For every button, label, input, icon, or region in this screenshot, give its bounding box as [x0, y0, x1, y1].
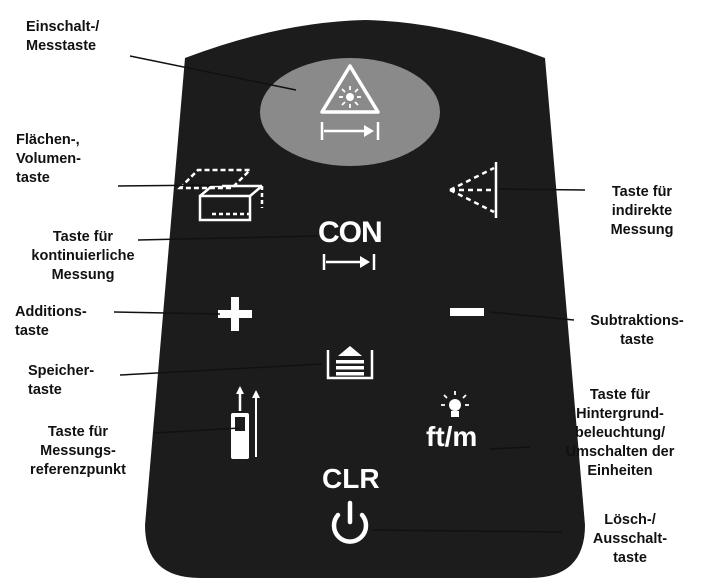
- callout-line: Taste für: [47, 424, 109, 440]
- callout-line: taste: [16, 170, 50, 186]
- callout-line: beleuchtung/: [574, 425, 666, 441]
- leader-lines: [113, 55, 586, 533]
- leader-reference: [153, 427, 241, 434]
- callout-line: Messung: [610, 222, 674, 238]
- callout-line: Umschalten der: [565, 444, 675, 460]
- leader-memory: [119, 363, 323, 376]
- leader-continuous: [137, 235, 319, 241]
- plus-icon[interactable]: [218, 297, 252, 331]
- callout-line: referenzpunkt: [30, 462, 126, 478]
- callout-line: kontinuierliche: [31, 248, 135, 264]
- callout-line: Messung: [51, 267, 115, 283]
- continuous-arrow-icon: [322, 254, 376, 270]
- callout-addition: Additions-taste: [15, 303, 87, 341]
- leader-indirect: [497, 188, 586, 191]
- callout-line: Speicher-: [28, 363, 95, 379]
- callout-line: Hintergrund-: [576, 406, 664, 422]
- callout-area-volume: Flächen-, Volumen-taste: [16, 131, 81, 188]
- callout-line: Subtraktions-: [590, 313, 684, 329]
- indirect-measure-icon[interactable]: [449, 162, 498, 218]
- callout-line: Messungs-: [40, 443, 116, 459]
- callout-line: Taste für: [611, 184, 673, 200]
- clr-key[interactable]: CLR: [322, 463, 380, 494]
- power-icon[interactable]: [331, 500, 369, 544]
- reference-point-icon[interactable]: [231, 386, 260, 459]
- con-key[interactable]: CON: [318, 216, 383, 249]
- leader-area-volume: [117, 184, 223, 187]
- leader-subtraction: [489, 311, 575, 321]
- leader-clear-off: [371, 529, 563, 533]
- leader-power-measure: [129, 55, 297, 91]
- light-bulb-icon: [441, 391, 469, 417]
- callout-line: taste: [613, 550, 647, 566]
- laser-warning-icon: [320, 64, 380, 114]
- measure-arrow-icon: [320, 122, 380, 140]
- callout-line: Messtaste: [26, 38, 97, 54]
- callout-line: indirekte: [611, 203, 673, 219]
- callout-line: Taste für: [589, 387, 651, 403]
- callout-line: Taste für: [52, 229, 114, 245]
- callout-line: Lösch-/: [604, 512, 656, 528]
- area-volume-icon[interactable]: [176, 168, 264, 222]
- callout-line: Einschalt-/: [26, 19, 100, 35]
- callout-line: taste: [620, 332, 654, 348]
- memory-icon[interactable]: [326, 346, 374, 380]
- callout-line: Volumen-: [16, 151, 81, 167]
- callout-line: taste: [15, 323, 49, 339]
- callout-subtraction: Subtraktions-taste: [574, 312, 700, 350]
- callout-memory: Speicher-taste: [28, 362, 94, 400]
- callout-line: taste: [28, 382, 62, 398]
- callout-clear-off: Lösch-/ Ausschalt-taste: [572, 511, 688, 568]
- leader-backlight-units: [489, 446, 531, 450]
- minus-icon[interactable]: [450, 308, 484, 316]
- callout-line: Additions-: [15, 304, 87, 320]
- callout-power-measure: Einschalt-/ Messtaste: [26, 18, 99, 56]
- units-key[interactable]: ft/m: [426, 421, 478, 452]
- callout-line: Einheiten: [587, 463, 653, 479]
- leader-addition: [113, 311, 221, 315]
- callout-line: Ausschalt-: [592, 531, 668, 547]
- callout-line: Flächen-,: [16, 132, 80, 148]
